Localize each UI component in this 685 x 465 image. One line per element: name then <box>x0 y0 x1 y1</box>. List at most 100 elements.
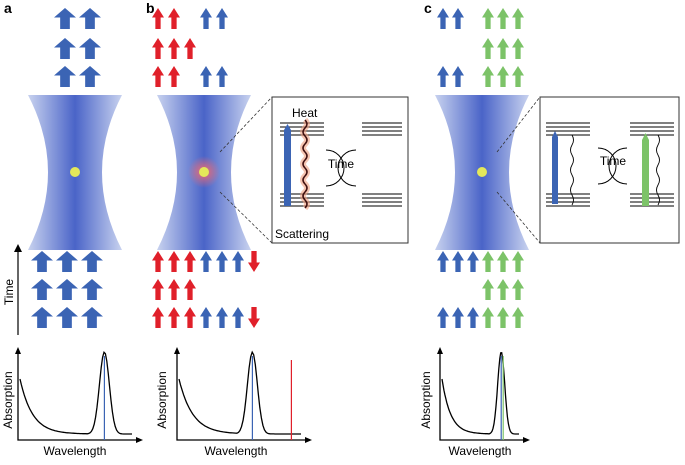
photon-arrow-a-blue <box>81 279 103 300</box>
photon-arrow-c-green <box>482 38 494 59</box>
time-label-b: Time <box>328 157 355 171</box>
ylabel-a: Absorption <box>1 371 15 428</box>
plot-axes-c <box>439 352 525 441</box>
particle-c <box>477 167 487 177</box>
particle-b <box>199 167 209 177</box>
panel-label-a: a <box>4 0 12 16</box>
photon-arrow-b-blue <box>216 8 228 29</box>
photon-arrow-b-blue <box>200 307 212 328</box>
absorption-plots <box>15 347 530 443</box>
photon-arrow-c-green <box>482 307 494 328</box>
xlabel-b: Wavelength <box>205 444 268 458</box>
photon-arrow-b-red <box>184 38 196 59</box>
absorption-curve-a <box>19 351 132 435</box>
photon-arrow-a-blue <box>54 8 76 29</box>
absorption-curve-b <box>178 350 301 435</box>
photon-arrow-a-blue <box>79 66 101 87</box>
ylabel-c: Absorption <box>419 371 433 428</box>
photon-arrow-c-blue <box>437 251 449 272</box>
photon-arrow-c-blue <box>437 307 449 328</box>
particle-a <box>70 167 80 177</box>
excitation-bar-c <box>552 137 558 204</box>
photon-arrow-a-blue <box>81 307 103 328</box>
photon-arrow-a-blue <box>54 66 76 87</box>
photon-arrow-b-red <box>152 38 164 59</box>
photon-arrow-a-blue <box>56 251 78 272</box>
photon-arrow-c-green <box>512 279 524 300</box>
photon-arrow-c-blue <box>452 251 464 272</box>
beam-c <box>435 95 529 250</box>
photon-arrow-a-blue <box>31 307 53 328</box>
photon-arrow-b-blue <box>232 307 244 328</box>
photon-arrow-b-red <box>152 251 164 272</box>
photon-arrow-b-red <box>168 38 180 59</box>
photon-arrow-b-red <box>152 8 164 29</box>
beam-a <box>28 95 122 250</box>
xlabel-a: Wavelength <box>44 444 107 458</box>
photon-arrow-c-green <box>512 251 524 272</box>
photon-arrow-c-green <box>512 307 524 328</box>
photon-arrow-c-green <box>497 38 509 59</box>
photon-arrow-c-green <box>497 8 509 29</box>
photon-arrow-b-red <box>168 66 180 87</box>
excitation-bar-b <box>284 130 291 206</box>
photon-arrow-a-blue <box>79 8 101 29</box>
photon-arrow-b-red <box>152 66 164 87</box>
photon-arrow-b-red <box>168 279 180 300</box>
photon-arrow-c-blue <box>467 307 479 328</box>
photon-arrow-b-blue <box>232 251 244 272</box>
plot-xarrow-c <box>523 437 530 443</box>
photon-arrow-c-green <box>497 307 509 328</box>
photon-arrow-b-red <box>184 251 196 272</box>
xlabel-c: Wavelength <box>449 444 512 458</box>
photon-arrow-c-green <box>512 38 524 59</box>
photon-arrow-b-red <box>184 307 196 328</box>
time-axis-label: Time <box>2 279 16 306</box>
photon-arrow-b-down <box>248 307 260 328</box>
photon-arrow-b-blue <box>200 66 212 87</box>
photon-arrow-c-green <box>482 66 494 87</box>
photon-arrow-b-down <box>248 251 260 272</box>
photon-arrow-c-blue <box>452 66 464 87</box>
photon-arrow-b-red <box>168 8 180 29</box>
photon-arrow-c-blue <box>437 66 449 87</box>
plot-yarrow-a <box>15 347 21 354</box>
scattering-label: Scattering <box>275 227 329 241</box>
plot-axes-b <box>176 352 307 441</box>
plot-yarrow-b <box>174 347 180 354</box>
photon-arrow-a-blue <box>56 279 78 300</box>
plot-yarrow-c <box>437 347 443 354</box>
photon-arrow-b-red <box>184 279 196 300</box>
photon-arrow-c-green <box>497 279 509 300</box>
photon-arrow-b-blue <box>200 251 212 272</box>
photon-arrow-b-red <box>168 251 180 272</box>
photon-arrow-c-green <box>512 66 524 87</box>
photon-arrow-c-blue <box>452 8 464 29</box>
panel-label-c: c <box>424 0 432 16</box>
photon-arrow-b-red <box>152 307 164 328</box>
photon-arrow-b-blue <box>216 251 228 272</box>
inset-b: Heat Scattering Time <box>219 96 409 244</box>
photon-arrow-c-green <box>497 251 509 272</box>
absorption-curve-c <box>441 351 519 435</box>
beam-b <box>157 95 251 250</box>
heat-label: Heat <box>292 106 318 120</box>
photon-arrow-c-green <box>512 8 524 29</box>
photon-arrow-a-blue <box>31 279 53 300</box>
photon-arrow-c-blue <box>467 251 479 272</box>
photon-arrow-b-red <box>168 307 180 328</box>
photon-arrow-c-blue <box>437 8 449 29</box>
photon-arrow-a-blue <box>81 251 103 272</box>
time-axis: Time <box>2 244 22 335</box>
time-label-c: Time <box>600 154 627 168</box>
photon-arrow-c-green <box>482 251 494 272</box>
photon-arrow-b-red <box>152 279 164 300</box>
photon-arrow-a-blue <box>79 38 101 59</box>
photon-arrow-b-blue <box>200 8 212 29</box>
photon-arrow-c-green <box>482 8 494 29</box>
photon-arrow-a-blue <box>54 38 76 59</box>
photon-arrow-a-blue <box>31 251 53 272</box>
inset-c: Time <box>496 96 680 244</box>
